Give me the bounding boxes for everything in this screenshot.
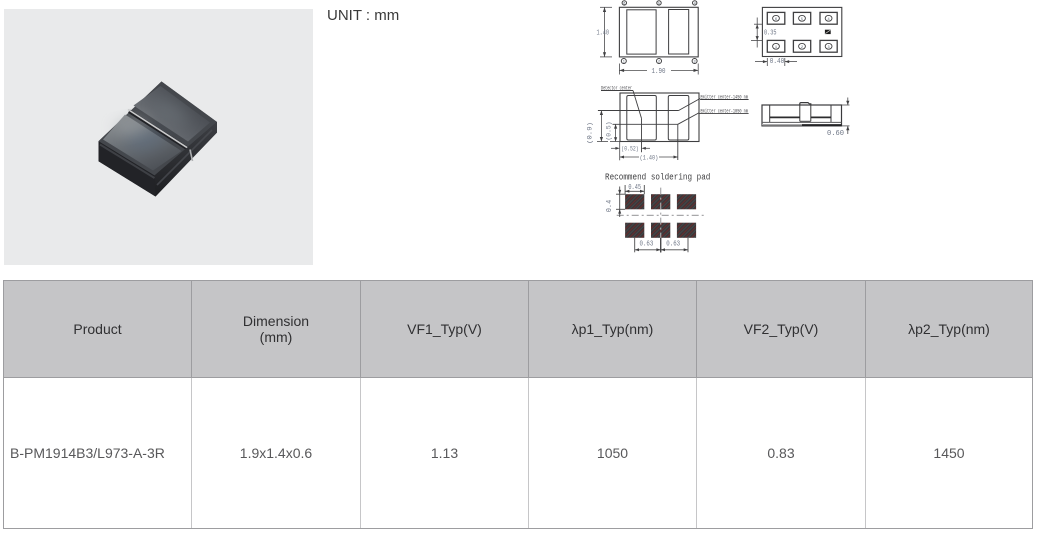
svg-text:(0.52): (0.52) [621,146,638,153]
svg-text:Recommend soldering pad: Recommend soldering pad [605,173,710,183]
svg-text:0.40: 0.40 [770,58,785,66]
svg-text:6: 6 [623,2,625,6]
svg-text:5: 5 [658,2,660,6]
svg-text:0.63: 0.63 [666,240,680,248]
svg-text:Emitter center-1450 nm: Emitter center-1450 nm [701,94,749,100]
svg-text:Emitter center-1050 nm: Emitter center-1050 nm [701,108,749,114]
svg-text:0.60: 0.60 [827,130,844,138]
svg-text:6: 6 [775,18,777,22]
svg-text:4: 4 [694,2,696,6]
svg-text:1: 1 [775,46,777,50]
svg-text:(1.40): (1.40) [640,154,659,161]
svg-text:0.63: 0.63 [640,240,654,248]
svg-text:1.40: 1.40 [597,29,610,37]
svg-text:2: 2 [658,60,660,64]
svg-text:0.45: 0.45 [628,184,641,192]
svg-text:5: 5 [801,18,803,22]
svg-text:1: 1 [623,60,625,64]
svg-text:4: 4 [828,18,830,22]
svg-text:3: 3 [694,60,696,64]
svg-text:3: 3 [828,46,830,50]
svg-text:(0.9): (0.9) [587,122,594,144]
svg-text:Detector center: Detector center [601,86,632,92]
svg-text:0.4: 0.4 [606,200,614,213]
svg-text:0.35: 0.35 [764,30,777,38]
svg-text:1.90: 1.90 [652,68,666,76]
svg-text:(0.5): (0.5) [606,122,613,141]
svg-text:2: 2 [801,46,803,50]
